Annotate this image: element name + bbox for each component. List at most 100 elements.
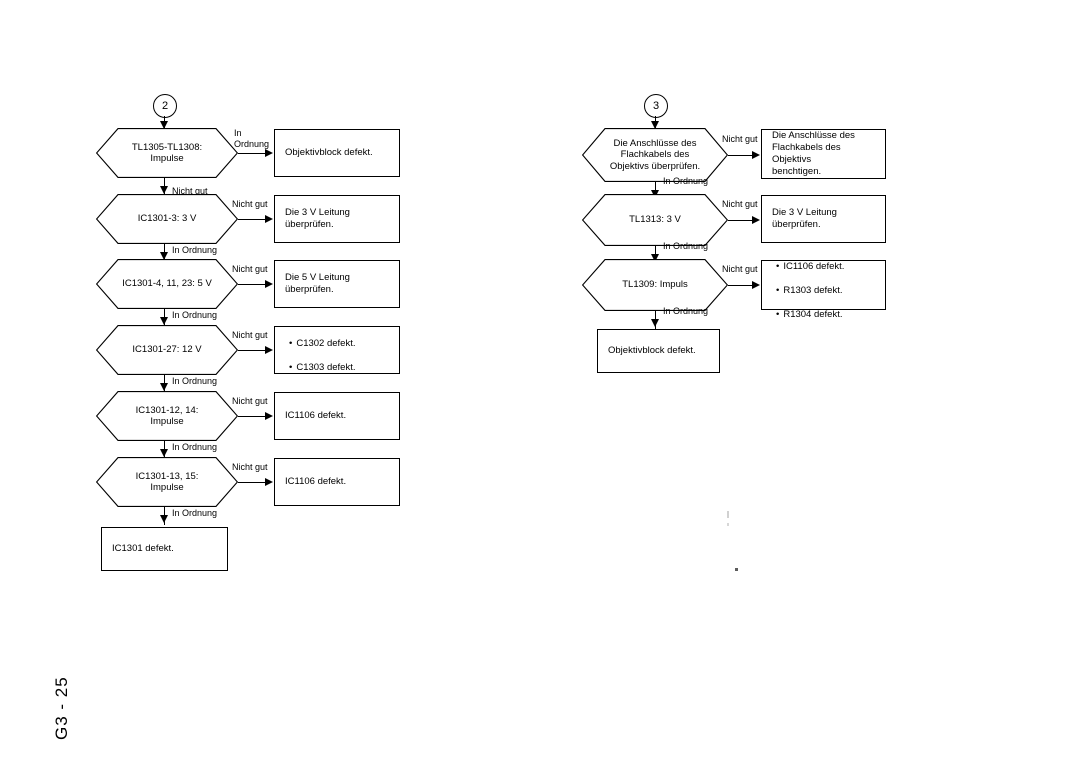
hexagon-shape xyxy=(96,128,238,178)
edge-label-branch: Nicht gut xyxy=(232,396,268,406)
branch-line xyxy=(238,416,266,417)
hexagon-shape xyxy=(96,194,238,244)
arrow-down-icon xyxy=(160,383,168,391)
hexagon-shape xyxy=(582,259,728,311)
edge-label-branch: Nicht gut xyxy=(232,462,268,472)
edge-label-branch: In Ordnung xyxy=(234,128,270,149)
decision-ic1301-4-11-23-5v: IC1301-4, 11, 23: 5 V xyxy=(96,259,238,309)
result-bullet-list: IC1106 defekt. R1303 defekt. R1304 defek… xyxy=(762,249,854,321)
decision-label: TL1305-TL1308: Impulse xyxy=(131,141,203,165)
result-ic1106-defekt: IC1106 defekt. xyxy=(274,458,400,506)
result-c1302-c1303-defekt: C1302 defekt. C1303 defekt. xyxy=(274,326,400,374)
connector-ref-2: 2 xyxy=(153,94,177,118)
decision-label: IC1301-4, 11, 23: 5 V xyxy=(122,278,212,290)
list-item: C1303 defekt. xyxy=(289,362,355,373)
edge-label-next: In Ordnung xyxy=(663,241,709,251)
branch-line xyxy=(238,482,266,483)
result-objektivblock-defekt: Objektivblock defekt. xyxy=(274,129,400,177)
arrow-down-icon xyxy=(160,515,168,523)
branch-line xyxy=(728,285,753,286)
arrow-right-icon xyxy=(752,215,760,224)
result-label: Die 3 V Leitung überprüfen. xyxy=(772,207,837,230)
arrow-down-icon xyxy=(160,252,168,260)
decision-label: Die Anschlüsse des Flachkabels des Objek… xyxy=(609,137,701,172)
edge-label-branch: Nicht gut xyxy=(722,264,758,274)
result-label: IC1106 defekt. xyxy=(285,476,347,487)
result-label: Die 5 V Leitung überprüfen. xyxy=(285,272,350,295)
branch-line xyxy=(238,153,266,154)
arrow-down-icon xyxy=(651,319,659,327)
branch-line xyxy=(728,155,753,156)
decision-label: IC1301-12, 14: Impulse xyxy=(135,404,199,428)
decision-tl1313-3v: TL1313: 3 V xyxy=(582,194,728,246)
decision-tl1305-tl1308-impulse: TL1305-TL1308: Impulse xyxy=(96,128,238,178)
connector-ref-3: 3 xyxy=(644,94,668,118)
decision-anschluesse-flachkabel-pruefen: Die Anschlüsse des Flachkabels des Objek… xyxy=(582,128,728,182)
result-5v-leitung: Die 5 V Leitung überprüfen. xyxy=(274,260,400,308)
decision-ic1301-3-3v: IC1301-3: 3 V xyxy=(96,194,238,244)
result-label: Objektivblock defekt. xyxy=(285,147,373,158)
decision-label: TL1313: 3 V xyxy=(629,214,681,226)
decision-label: TL1309: Impuls xyxy=(622,279,688,291)
arrow-down-icon xyxy=(651,254,659,262)
branch-line xyxy=(238,350,266,351)
terminal-label: IC1301 defekt. xyxy=(112,543,174,554)
list-item: R1304 defekt. xyxy=(776,309,842,320)
list-item: C1302 defekt. xyxy=(289,338,355,349)
result-label: Die Anschlüsse des Flachkabels des Objek… xyxy=(772,130,855,177)
arrow-down-icon xyxy=(160,317,168,325)
edge-label-branch: Nicht gut xyxy=(232,199,268,209)
arrow-right-icon xyxy=(265,148,273,157)
edge-label-next: In Ordnung xyxy=(172,310,218,320)
edge-label-next: In Ordnung xyxy=(172,376,218,386)
result-ic1106-r1303-r1304-defekt: IC1106 defekt. R1303 defekt. R1304 defek… xyxy=(761,260,886,320)
arrow-down-icon xyxy=(651,121,659,129)
terminal-label: Objektivblock defekt. xyxy=(608,345,696,356)
arrow-right-icon xyxy=(265,345,273,354)
result-bullet-list: C1302 defekt. C1303 defekt. xyxy=(275,326,365,374)
arrow-right-icon xyxy=(265,214,273,223)
edge-label-branch: Nicht gut xyxy=(722,199,758,209)
hexagon-shape xyxy=(96,391,238,441)
hexagon-shape xyxy=(96,325,238,375)
arrow-down-icon xyxy=(160,449,168,457)
decision-ic1301-27-12v: IC1301-27: 12 V xyxy=(96,325,238,375)
result-anschluesse-berichtigen: Die Anschlüsse des Flachkabels des Objek… xyxy=(761,129,886,179)
edge-label-branch: Nicht gut xyxy=(232,264,268,274)
scan-speck xyxy=(727,511,729,518)
arrow-right-icon xyxy=(265,477,273,486)
arrow-down-icon xyxy=(160,121,168,129)
result-label: Die 3 V Leitung überprüfen. xyxy=(285,207,350,230)
hexagon-shape xyxy=(582,128,728,182)
branch-line xyxy=(238,219,266,220)
decision-tl1309-impuls: TL1309: Impuls xyxy=(582,259,728,311)
edge-label-next: In Ordnung xyxy=(663,306,709,316)
edge-label-next: In Ordnung xyxy=(172,245,218,255)
decision-label: IC1301-13, 15: Impulse xyxy=(135,470,199,494)
terminal-objektivblock-defekt: Objektivblock defekt. xyxy=(597,329,720,373)
result-label: IC1106 defekt. xyxy=(285,410,347,421)
branch-line xyxy=(238,284,266,285)
hexagon-shape xyxy=(96,259,238,309)
result-3v-leitung: Die 3 V Leitung überprüfen. xyxy=(761,195,886,243)
edge-label-next: In Ordnung xyxy=(172,508,218,518)
terminal-ic1301-defekt: IC1301 defekt. xyxy=(101,527,228,571)
hexagon-shape xyxy=(582,194,728,246)
decision-label: IC1301-3: 3 V xyxy=(137,213,197,225)
edge-label-next: In Ordnung xyxy=(172,442,218,452)
result-ic1106-defekt: IC1106 defekt. xyxy=(274,392,400,440)
edge-label-branch: Nicht gut xyxy=(232,330,268,340)
arrow-right-icon xyxy=(752,150,760,159)
list-item: IC1106 defekt. xyxy=(776,261,844,272)
arrow-down-icon xyxy=(651,190,659,198)
scan-speck xyxy=(735,568,738,571)
edge-label-next: In Ordnung xyxy=(663,176,709,186)
arrow-down-icon xyxy=(160,186,168,194)
page-number: G3 - 25 xyxy=(52,676,71,740)
arrow-right-icon xyxy=(752,280,760,289)
edge-label-next: Nicht gut xyxy=(172,186,208,196)
edge-label-branch: Nicht gut xyxy=(722,134,758,144)
result-3v-leitung: Die 3 V Leitung überprüfen. xyxy=(274,195,400,243)
hexagon-shape xyxy=(96,457,238,507)
